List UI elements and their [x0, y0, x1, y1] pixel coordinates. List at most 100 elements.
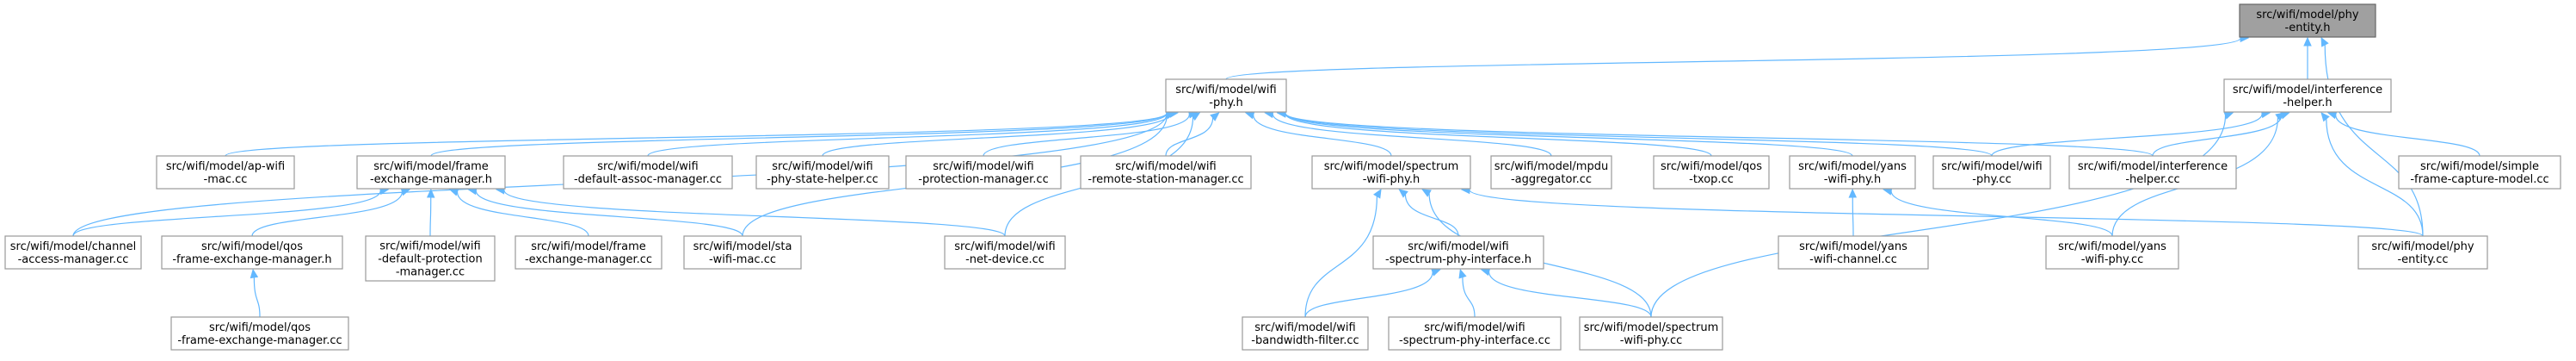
edge-arrowhead — [1421, 189, 1432, 197]
node-wifi-phy-h[interactable]: src/wifi/model/wifi-phy.h — [1165, 78, 1287, 113]
node-label-line: -helper.cc — [2125, 173, 2179, 186]
dependency-edge — [2320, 36, 2424, 237]
dependency-edge — [2326, 111, 2480, 157]
dependency-edge — [467, 186, 743, 237]
edge-arrowhead — [2275, 112, 2285, 121]
node-label-line: src/wifi/model/wifi — [1175, 84, 1276, 96]
edge-line — [456, 191, 589, 237]
node-wifi-net-device-cc[interactable]: src/wifi/model/wifi-net-device.cc — [944, 235, 1066, 270]
node-label-line: -wifi-phy.h — [1824, 173, 1882, 186]
node-default-assoc-manager-cc[interactable]: src/wifi/model/wifi-default-assoc-manage… — [563, 155, 733, 190]
node-qos-frame-exchange-manager-h[interactable]: src/wifi/model/qos-frame-exchange-manage… — [161, 235, 343, 270]
node-remote-station-manager-cc[interactable]: src/wifi/model/wifi-remote-station-manag… — [1080, 155, 1252, 190]
edge-line — [2335, 115, 2480, 157]
node-label-line: src/wifi/model/wifi — [772, 160, 872, 173]
edge-arrowhead — [250, 268, 259, 279]
node-yans-wifi-channel-cc[interactable]: src/wifi/model/yans-wifi-channel.cc — [1778, 235, 1929, 270]
edge-line — [1225, 37, 2241, 80]
node-qos-frame-exchange-manager-cc[interactable]: src/wifi/model/qos-frame-exchange-manage… — [170, 316, 349, 351]
node-wifi-phy-cc[interactable]: src/wifi/model/wifi-phy.cc — [1932, 155, 2051, 190]
node-box — [1388, 316, 1562, 351]
node-box — [1579, 316, 1723, 351]
node-protection-manager-cc[interactable]: src/wifi/model/wifi-protection-manager.c… — [905, 155, 1062, 190]
node-box — [683, 235, 802, 270]
node-label-line: src/wifi/model/qos — [1661, 160, 1762, 173]
node-label-line: src/wifi/model/spectrum — [1324, 160, 1459, 173]
node-qos-txop-cc[interactable]: src/wifi/model/qos-txop.cc — [1653, 155, 1770, 190]
node-label-line: src/wifi/model/ap-wifi — [166, 160, 285, 173]
node-frame-exchange-manager-h[interactable]: src/wifi/model/frame-exchange-manager.h — [356, 155, 506, 190]
edge-line — [1285, 113, 1853, 157]
node-mpdu-aggregator-cc[interactable]: src/wifi/model/mpdu-aggregator.cc — [1490, 155, 1612, 190]
node-phy-state-helper-cc[interactable]: src/wifi/model/wifi-phy-state-helper.cc — [755, 155, 890, 190]
node-label-line: -phy.cc — [1972, 173, 2011, 186]
node-label-line: -helper.h — [2283, 96, 2332, 109]
edge-arrowhead — [2320, 112, 2330, 122]
node-interference-helper-h[interactable]: src/wifi/model/interference-helper.h — [2223, 78, 2392, 113]
node-simple-frame-capture-model-cc[interactable]: src/wifi/model/simple-frame-capture-mode… — [2398, 155, 2561, 190]
dependency-edge — [1480, 267, 1652, 318]
edge-line — [1272, 114, 1552, 157]
node-label-line: src/wifi/model/phy — [2371, 240, 2474, 253]
edge-line — [1304, 271, 1433, 318]
graph-nodes: src/wifi/model/phy-entity.h src/wifi/mode… — [4, 3, 2561, 351]
node-box — [170, 316, 349, 351]
node-label-line: src/wifi/model/frame — [531, 240, 646, 253]
dependency-edge — [1458, 268, 1476, 318]
node-label-line: src/wifi/model/interference — [2078, 160, 2228, 173]
edge-line — [1253, 115, 1392, 157]
node-spectrum-wifi-phy-cc[interactable]: src/wifi/model/spectrum-wifi-phy.cc — [1579, 316, 1723, 351]
node-label-line: src/wifi/model/simple — [2420, 160, 2539, 173]
node-label-line: src/wifi/model/qos — [201, 240, 303, 253]
node-label-line: src/wifi/model/frame — [373, 160, 489, 173]
node-label-line: src/wifi/model/yans — [1799, 240, 1907, 253]
node-label-line: src/wifi/model/channel — [10, 240, 136, 253]
node-box — [563, 155, 733, 190]
edge-arrowhead — [1431, 268, 1441, 277]
node-label-line: -txop.cc — [1689, 173, 1734, 186]
node-label-line: -frame-exchange-manager.h — [172, 253, 331, 266]
node-box — [515, 235, 662, 270]
edge-line — [1650, 115, 2227, 318]
node-label-line: -wifi-phy.cc — [2081, 253, 2144, 266]
node-spectrum-phy-interface-h[interactable]: src/wifi/model/wifi-spectrum-phy-interfa… — [1372, 235, 1544, 270]
node-sta-wifi-mac-cc[interactable]: src/wifi/model/sta-wifi-mac.cc — [683, 235, 802, 270]
node-channel-access-manager-cc[interactable]: src/wifi/model/channel-access-manager.cc — [4, 235, 142, 270]
node-yans-wifi-phy-h[interactable]: src/wifi/model/yans-wifi-phy.h — [1789, 155, 1916, 190]
node-frame-exchange-manager-cc[interactable]: src/wifi/model/frame-exchange-manager.cc — [515, 235, 662, 270]
node-box — [4, 235, 142, 270]
node-label-line: -frame-exchange-manager.cc — [177, 334, 342, 347]
node-label-line: src/wifi/model/spectrum — [1584, 321, 1719, 334]
edge-line — [72, 190, 381, 237]
node-spectrum-wifi-phy-h[interactable]: src/wifi/model/spectrum-wifi-phy.h — [1311, 155, 1471, 190]
node-default-protection-manager-cc[interactable]: src/wifi/model/wifi-default-protection-m… — [365, 235, 496, 282]
node-box — [2223, 78, 2392, 113]
edge-line — [475, 190, 743, 237]
dependency-edge — [1398, 189, 1459, 237]
node-box — [1789, 155, 1916, 190]
node-ap-wifi-mac-cc[interactable]: src/wifi/model/ap-wifi-mac.cc — [156, 155, 295, 190]
node-label-line: src/wifi/model/wifi — [933, 160, 1033, 173]
node-box — [1080, 155, 1252, 190]
node-spectrum-phy-interface-cc[interactable]: src/wifi/model/wifi-spectrum-phy-interfa… — [1388, 316, 1562, 351]
node-interference-helper-cc[interactable]: src/wifi/model/interference-helper.cc — [2068, 155, 2237, 190]
edge-line — [1285, 113, 1993, 157]
node-label-line: src/wifi/model/wifi — [1254, 321, 1355, 334]
edge-line — [1165, 117, 1214, 157]
node-label-line: -protection-manager.cc — [918, 173, 1048, 186]
node-box — [156, 155, 295, 190]
edge-arrowhead — [1458, 268, 1467, 279]
node-box — [1932, 155, 2051, 190]
node-phy-entity-cc[interactable]: src/wifi/model/phy-entity.cc — [2357, 235, 2488, 270]
edge-arrowhead — [1190, 112, 1201, 121]
node-bandwidth-filter-cc[interactable]: src/wifi/model/wifi-bandwidth-filter.cc — [1242, 316, 1369, 351]
dependency-edge — [1304, 188, 1382, 318]
dependency-edge — [251, 188, 411, 237]
node-yans-wifi-phy-cc[interactable]: src/wifi/model/yans-wifi-phy.cc — [2045, 235, 2179, 270]
node-phy-entity-h[interactable]: src/wifi/model/phy-entity.h — [2239, 3, 2376, 38]
edge-line — [1462, 277, 1476, 318]
edge-line — [983, 114, 1190, 157]
edge-line — [2152, 115, 2283, 157]
node-box — [2068, 155, 2237, 190]
node-label-line: -mac.cc — [204, 173, 248, 186]
